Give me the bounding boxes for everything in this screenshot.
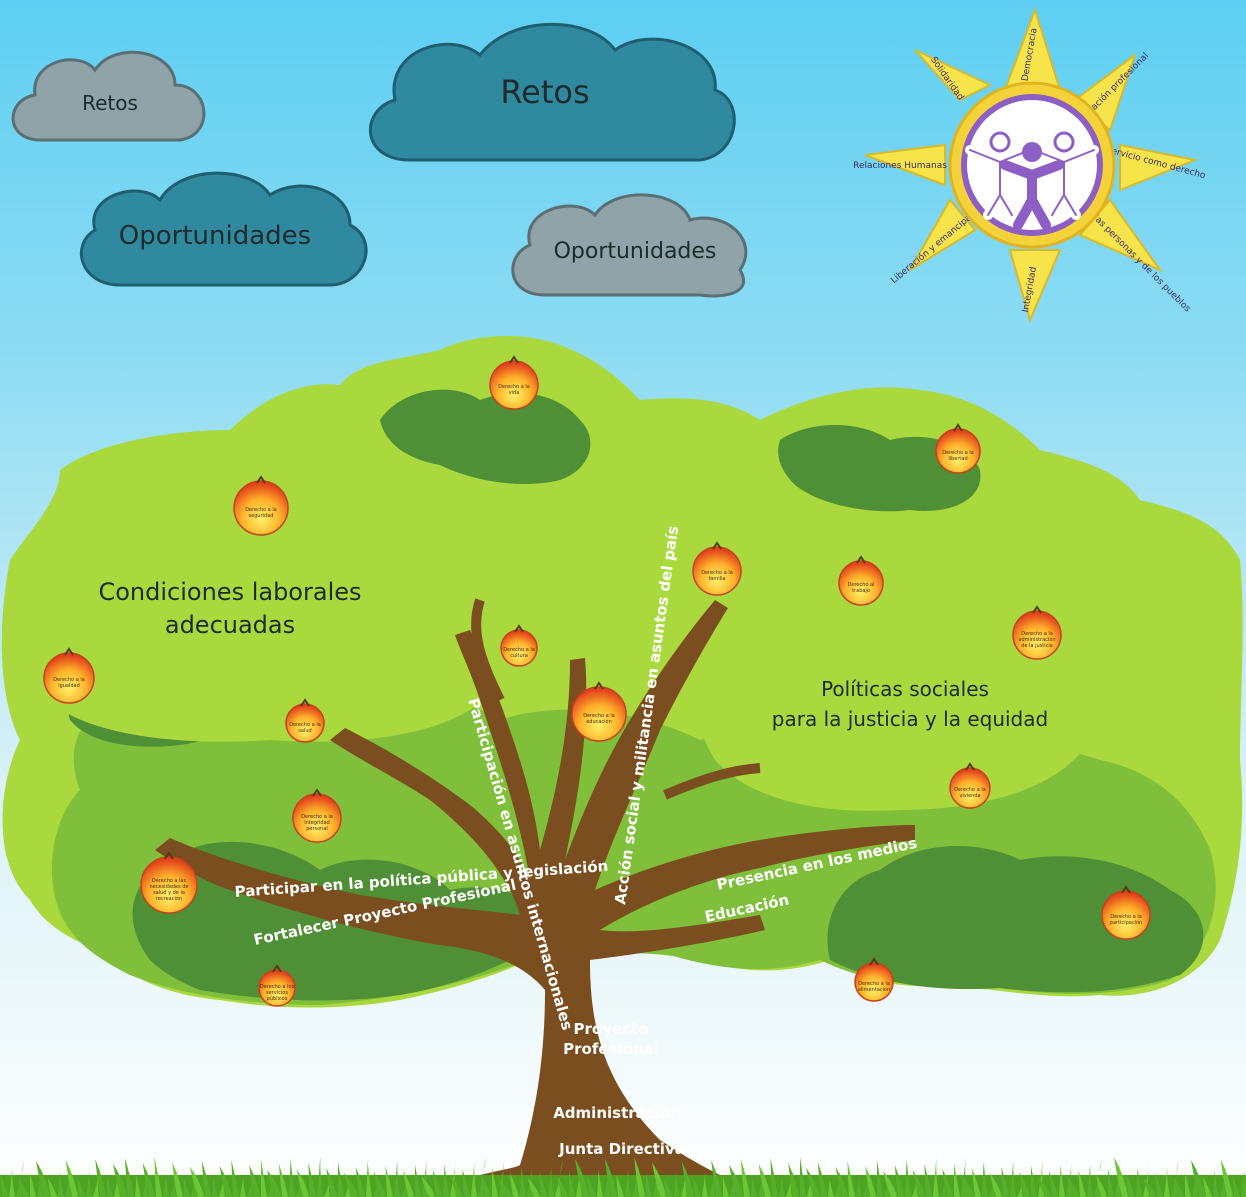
sun-ray-3: Servicio como derecho bbox=[1105, 143, 1207, 192]
sun-ray-7: Relaciones Humanas bbox=[853, 143, 947, 187]
cloud-oportunidades-left: Oportunidades bbox=[79, 171, 368, 287]
fruit-label: Derecho a las bbox=[152, 878, 187, 884]
fruit-label: vida bbox=[509, 390, 520, 396]
fruit-label: alimentación bbox=[858, 986, 890, 993]
trunk-label-administracion: Administración bbox=[553, 1104, 681, 1122]
fruit-label: Derecho a la bbox=[289, 722, 321, 728]
cloud-oportunidades-left-label: Oportunidades bbox=[119, 221, 311, 251]
sun-ray-1: Democracia bbox=[1003, 6, 1062, 91]
cloud-retos-large: Retos bbox=[369, 22, 736, 162]
fruit-label: educación bbox=[586, 718, 612, 725]
fruit-label: libertad bbox=[948, 456, 967, 462]
fruit-label: participación bbox=[1110, 919, 1142, 926]
fruit-label: vivienda bbox=[959, 793, 980, 799]
fruit-label: servicios bbox=[266, 990, 288, 996]
fruit-label: Derecho a la bbox=[858, 981, 890, 987]
cloud-retos-small-label: Retos bbox=[82, 91, 138, 115]
fruit-label: salud y de la bbox=[153, 890, 185, 896]
fruit-label: Derecho a la bbox=[701, 570, 733, 576]
fruit-label: Derecho a la bbox=[301, 814, 333, 820]
cloud-retos-large-label: Retos bbox=[500, 73, 589, 111]
fruit-label: Derecho a la bbox=[1110, 914, 1142, 920]
cloud-retos-small: Retos bbox=[11, 50, 206, 142]
fruit-label: Derecho a los bbox=[260, 984, 295, 990]
fruit-label: Derecho a la bbox=[942, 450, 974, 456]
svg-text:Relaciones Humanas: Relaciones Humanas bbox=[853, 161, 947, 171]
people-logo-icon bbox=[965, 131, 1099, 230]
fruit-label: salud bbox=[298, 728, 311, 734]
canopy-right-title-line1: Políticas sociales bbox=[821, 677, 989, 701]
fruit-label: públicos bbox=[267, 995, 288, 1002]
fruit-label: cultura bbox=[510, 653, 528, 659]
fruit-label: integridad bbox=[304, 820, 330, 826]
grass bbox=[0, 1157, 1246, 1197]
fruit-label: Derecho a la bbox=[498, 384, 530, 390]
fruit-label: igualdad bbox=[58, 683, 80, 689]
fruit-label: Derecho a la bbox=[583, 713, 615, 719]
sun-ray-5: Integridad bbox=[1008, 249, 1062, 323]
fruit-label: de la justicia bbox=[1021, 643, 1053, 649]
trunk-label-line1: Proyecto bbox=[573, 1020, 648, 1038]
fruit-label: familia bbox=[709, 576, 726, 582]
trunk-and-branches bbox=[155, 598, 915, 1175]
trunk-label-line2: Profesional bbox=[563, 1040, 659, 1058]
fruit-label: Derecho a la bbox=[954, 787, 986, 793]
canopy-left-title-line2: adecuadas bbox=[165, 611, 295, 639]
fruit-label: recreación bbox=[156, 895, 182, 902]
fruit-label: personal bbox=[306, 826, 328, 832]
trunk-label-junta: Junta Directiva bbox=[558, 1140, 685, 1158]
sun-ray-8: Solidaridad bbox=[914, 49, 993, 102]
fruit-label: trabajo bbox=[852, 588, 870, 594]
fruit-label: Derecho a la bbox=[503, 647, 535, 653]
cloud-oportunidades-right-label: Oportunidades bbox=[554, 239, 717, 264]
fruit-label: Derecho a la bbox=[245, 507, 277, 513]
fruit-label: necesidades de bbox=[150, 884, 189, 890]
sun: Democracia Cualificación profesional Ser… bbox=[853, 6, 1207, 323]
fruit-label: administración bbox=[1018, 636, 1055, 643]
canopy-left-title-line1: Condiciones laborales bbox=[98, 578, 361, 606]
fruit-label: Derecho a la bbox=[53, 677, 85, 683]
canopy-right-title-line2: para la justicia y la equidad bbox=[772, 707, 1048, 731]
fruit-label: seguridad bbox=[249, 513, 274, 519]
fruit-label: Derecho al bbox=[848, 582, 875, 588]
cloud-oportunidades-right: Oportunidades bbox=[511, 193, 748, 298]
fruit-label: Derecho a la bbox=[1021, 631, 1053, 637]
